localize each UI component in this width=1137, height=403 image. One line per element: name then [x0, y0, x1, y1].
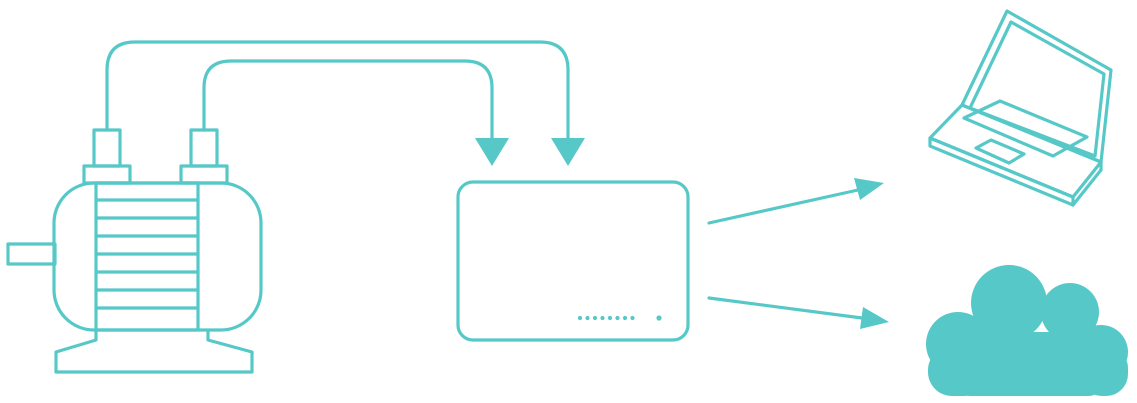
- gateway-body: [456, 180, 690, 342]
- indicator-dot: [630, 315, 635, 321]
- terminal-right-base: [179, 164, 229, 185]
- motor-shaft: [6, 242, 57, 266]
- indicator-dot: [577, 315, 583, 321]
- arrowhead: [860, 307, 889, 329]
- arrowhead: [551, 138, 585, 166]
- indicator-dot: [600, 315, 605, 321]
- cable-inner: [202, 59, 509, 166]
- laptop-icon: [928, 9, 1113, 207]
- gateway-device-icon: [456, 180, 690, 342]
- cable-outer: [105, 40, 585, 166]
- indicator-dot: [615, 315, 620, 321]
- motor-fins-housing: [94, 181, 200, 332]
- electric-motor-icon: [6, 128, 263, 374]
- laptop-trackpad: [974, 138, 1026, 165]
- arrow-to-cloud: [707, 296, 889, 329]
- indicator-lights: [577, 315, 662, 321]
- terminal-left-base: [82, 164, 132, 185]
- arrowhead: [475, 138, 509, 166]
- status-dot: [656, 315, 662, 321]
- motor-base: [54, 328, 254, 374]
- arrow-to-laptop: [707, 178, 884, 225]
- terminal-left-plug: [92, 128, 122, 168]
- terminal-right-plug: [189, 128, 219, 168]
- indicator-dot: [622, 315, 628, 321]
- indicator-dot: [592, 315, 598, 321]
- indicator-dot: [607, 315, 613, 321]
- laptop-keyboard: [962, 99, 1089, 158]
- laptop-screen: [960, 9, 1113, 164]
- cloud-icon: [926, 265, 1128, 396]
- indicator-dot: [585, 315, 590, 321]
- arrowhead: [854, 178, 884, 200]
